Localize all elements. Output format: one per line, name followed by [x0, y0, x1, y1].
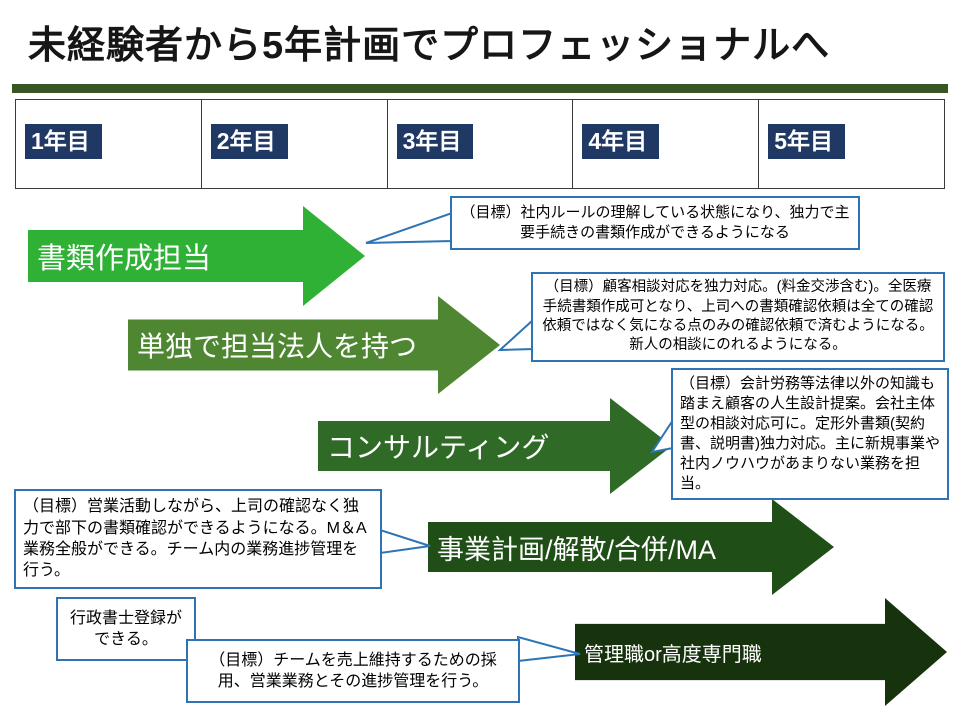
year-label-2: 2年目 — [210, 124, 288, 160]
year-label-5: 5年目 — [768, 124, 845, 160]
callout-pointer-2 — [497, 317, 534, 352]
year-cell-3: 3年目 — [388, 100, 574, 188]
year-cell-5: 5年目 — [759, 100, 944, 188]
callout-goal-year2-text: （目標）顧客相談対応を独力対応。(料金交渉含む)。全医療手続書類作成可となり、上… — [542, 279, 934, 354]
year-cell-4: 4年目 — [573, 100, 760, 188]
callout-gyosei-shoshi: 行政書士登録ができる。 — [56, 597, 196, 661]
year-label-3: 3年目 — [396, 124, 474, 160]
callout-goal-year5-text: （目標）チームを売上維持するための採用、営業業務とその進捗管理を行う。 — [209, 651, 497, 690]
year-label-1: 1年目 — [25, 124, 102, 160]
arrow-step-4: 事業計画/解散/合併/MA — [428, 499, 834, 595]
callout-goal-year2: （目標）顧客相談対応を独力対応。(料金交渉含む)。全医療手続書類作成可となり、上… — [531, 272, 945, 362]
year-label-4: 4年目 — [582, 124, 660, 160]
title-divider — [12, 84, 948, 93]
year-cell-1: 1年目 — [16, 100, 202, 188]
arrow-step-3: コンサルティング — [318, 398, 672, 494]
arrow-step-2: 単独で担当法人を持つ — [128, 296, 500, 394]
callout-gyosei-shoshi-text: 行政書士登録ができる。 — [69, 609, 182, 648]
callout-goal-year1-text: （目標）社内ルールの理解している状態になり、独力で主要手続きの書類作成ができるよ… — [460, 204, 850, 241]
callout-pointer-1 — [365, 211, 453, 244]
callout-pointer-6 — [517, 635, 581, 663]
page-title: 未経験者から5年計画でプロフェッショナルへ — [28, 25, 831, 67]
arrow-step-4-label: 事業計画/解散/合併/MA — [437, 534, 717, 565]
callout-goal-year3-text: （目標）会計労務等法律以外の知識も踏まえ顧客の人生設計提案。会社主体型の相談対応… — [680, 375, 940, 492]
callout-pointer-4 — [379, 528, 431, 555]
arrow-step-1: 書類作成担当 — [28, 206, 365, 306]
year-cell-2: 2年目 — [202, 100, 388, 188]
callout-goal-year4-text: （目標）営業活動しながら、上司の確認なく独力で部下の書類確認ができるようになる。… — [23, 498, 367, 580]
arrow-step-5: 管理職or高度専門職 — [575, 598, 947, 706]
callout-goal-year4: （目標）営業活動しながら、上司の確認なく独力で部下の書類確認ができるようになる。… — [14, 489, 382, 589]
arrow-step-1-label: 書類作成担当 — [37, 243, 212, 275]
arrow-step-2-label: 単独で担当法人を持つ — [137, 331, 418, 362]
arrow-step-5-label: 管理職or高度専門職 — [584, 643, 762, 666]
callout-goal-year5: （目標）チームを売上維持するための採用、営業業務とその進捗管理を行う。 — [186, 639, 520, 703]
callout-goal-year1: （目標）社内ルールの理解している状態になり、独力で主要手続きの書類作成ができるよ… — [450, 196, 860, 250]
arrow-step-3-label: コンサルティング — [327, 432, 550, 463]
callout-goal-year3: （目標）会計労務等法律以外の知識も踏まえ顧客の人生設計提案。会社主体型の相談対応… — [671, 368, 949, 500]
year-table: 1年目 2年目 3年目 4年目 5年目 — [15, 99, 945, 189]
